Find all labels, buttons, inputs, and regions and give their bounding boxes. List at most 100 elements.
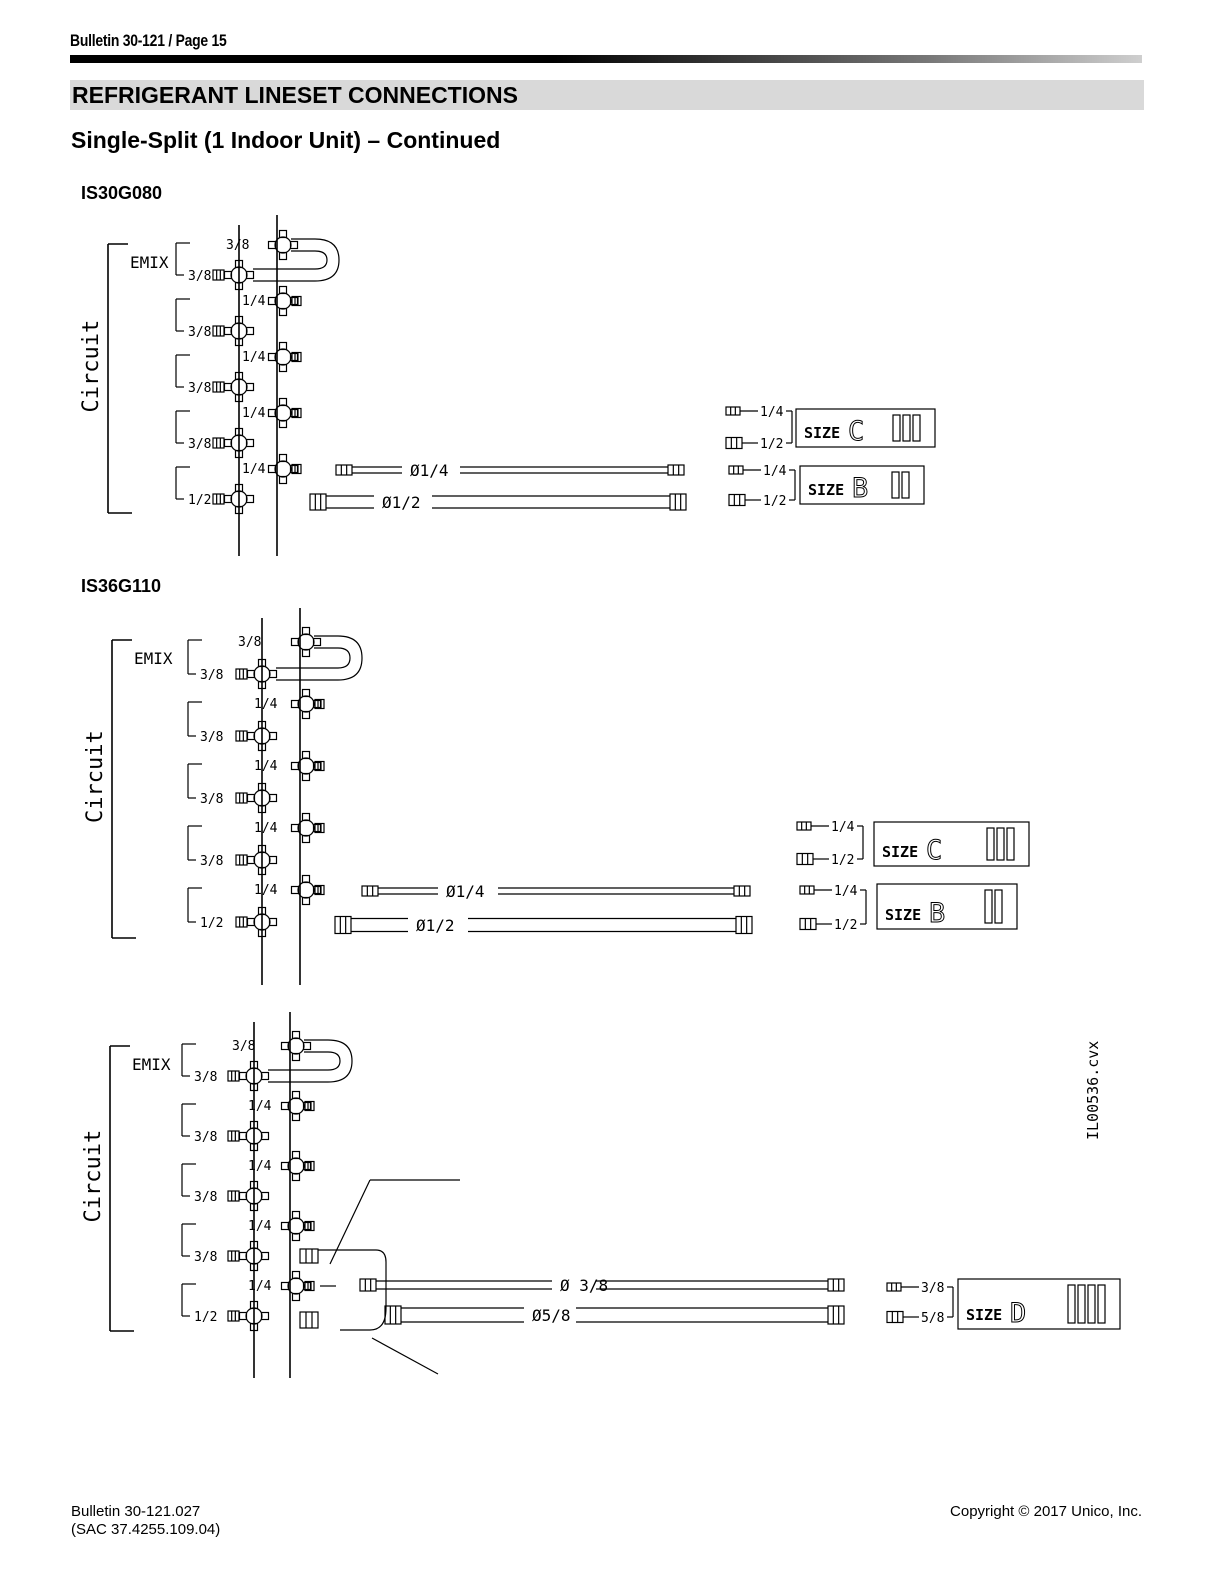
section-subtitle: Single-Split (1 Indoor Unit) – Continued <box>71 127 501 153</box>
adapter-fittings <box>299 1179 460 1375</box>
kit-fitting-label: 1/2 <box>760 437 783 452</box>
valve-icon <box>223 483 255 515</box>
flare-nut-icon <box>886 1310 904 1324</box>
flare-nut-icon <box>227 1130 240 1142</box>
port-label: 1/4 <box>254 759 278 774</box>
roman-bar <box>1077 1284 1086 1324</box>
roman-bar <box>1006 827 1015 861</box>
roman-bar <box>1097 1284 1106 1324</box>
port-label: 3/8 <box>194 1250 217 1265</box>
tube-segment <box>376 1280 552 1290</box>
flare-nut-icon <box>309 493 327 511</box>
flare-nut-icon <box>304 1220 315 1232</box>
tube-segment <box>468 917 736 933</box>
port-label: 3/8 <box>200 792 223 807</box>
valve-icon <box>267 229 299 261</box>
port-label: 3/8 <box>188 437 211 452</box>
size-word: SIZE <box>882 843 918 861</box>
flare-nut-icon <box>235 916 248 928</box>
flare-nut-icon <box>728 465 744 475</box>
line-size-label: Ø1/4 <box>446 882 485 901</box>
lineset-tube: Ø5/8 <box>384 1305 845 1325</box>
circuit-label: Circuit <box>79 320 104 413</box>
flare-nut-icon <box>314 698 325 710</box>
model-label-2: IS36G110 <box>81 576 162 596</box>
lineset-diagram-2: CircuitEMIX3/83/81/43/81/43/81/43/81/41/… <box>83 608 1030 985</box>
valve-icon <box>267 341 299 373</box>
tube-segment <box>576 1307 828 1323</box>
lineset-diagram-3: CircuitEMIX3/83/81/43/81/43/81/43/81/41/… <box>81 1012 1121 1378</box>
bulletin-page-header: Bulletin 30-121 / Page 15 <box>70 31 227 50</box>
valve-icon <box>267 453 299 485</box>
flare-nut-icon <box>733 885 751 897</box>
size-letter: D <box>1010 1298 1026 1329</box>
section-title: REFRIGERANT LINESET CONNECTIONS <box>72 82 518 108</box>
flare-nut-icon <box>212 493 225 505</box>
size-letter: C <box>926 835 942 866</box>
model-label-1: IS30G080 <box>81 183 163 203</box>
roman-bar <box>986 827 995 861</box>
kit-fitting-label: 1/2 <box>831 853 854 868</box>
port-label: 3/8 <box>188 269 211 284</box>
port-label: 1/4 <box>242 350 266 365</box>
flare-nut-icon <box>669 493 687 511</box>
valve-icon <box>290 812 322 844</box>
lineset-tube: Ø1/2 <box>309 493 687 512</box>
tube-segment <box>326 495 374 509</box>
valve-icon <box>267 397 299 429</box>
flare-nut-icon <box>796 821 812 831</box>
valve-icon <box>280 1270 312 1302</box>
kit-fitting-label: 1/2 <box>763 494 786 509</box>
valve-icon <box>267 285 299 317</box>
figure-id: IL00536.cvx <box>1084 1041 1102 1140</box>
line-size-label: Ø5/8 <box>532 1306 571 1325</box>
flare-nut-icon <box>304 1160 315 1172</box>
flare-nut-icon <box>827 1278 845 1292</box>
size-word: SIZE <box>966 1306 1002 1324</box>
roman-bar <box>892 414 901 442</box>
lineset-diagram-1: CircuitEMIX3/83/81/43/81/43/81/43/81/41/… <box>79 215 936 556</box>
tube-segment <box>352 466 402 474</box>
size-word: SIZE <box>885 906 921 924</box>
valve-icon <box>223 315 255 347</box>
tube-segment <box>378 887 438 895</box>
tube-segment <box>401 1307 524 1323</box>
flare-nut-icon <box>304 1280 315 1292</box>
flare-nut-icon <box>384 1305 402 1325</box>
port-label: 3/8 <box>200 668 223 683</box>
flare-nut-icon <box>314 760 325 772</box>
roman-bar <box>996 827 1005 861</box>
tube-segment <box>596 1280 828 1290</box>
flare-nut-icon <box>314 822 325 834</box>
tube-segment <box>351 917 408 933</box>
size-word: SIZE <box>804 424 840 442</box>
flare-nut-icon <box>299 1311 319 1329</box>
size-letter: B <box>852 473 868 504</box>
valve-icon <box>238 1180 270 1212</box>
flare-nut-icon <box>334 915 352 935</box>
port-label: 1/4 <box>254 697 278 712</box>
valve-icon <box>280 1210 312 1242</box>
flare-nut-icon <box>827 1305 845 1325</box>
flare-nut-icon <box>227 1190 240 1202</box>
size-box <box>876 883 1018 930</box>
port-label: 1/4 <box>248 1099 272 1114</box>
flare-nut-icon <box>799 885 815 895</box>
flare-nut-icon <box>212 437 225 449</box>
valve-icon <box>246 720 278 752</box>
kit-fitting-label: 1/4 <box>834 884 858 899</box>
line-size-label: Ø1/2 <box>416 916 455 935</box>
valve-icon <box>238 1240 270 1272</box>
port-label: 3/8 <box>188 381 211 396</box>
flare-nut-icon <box>799 917 817 931</box>
port-label: 3/8 <box>226 238 249 253</box>
lineset-tube: Ø1/4 <box>335 461 685 480</box>
valve-icon <box>223 259 255 291</box>
lineset-tube: Ø1/4 <box>361 882 751 901</box>
emix-label: EMIX <box>132 1055 171 1074</box>
flare-nut-icon <box>291 351 302 363</box>
tube-segment <box>498 887 734 895</box>
port-label: 1/4 <box>242 294 266 309</box>
